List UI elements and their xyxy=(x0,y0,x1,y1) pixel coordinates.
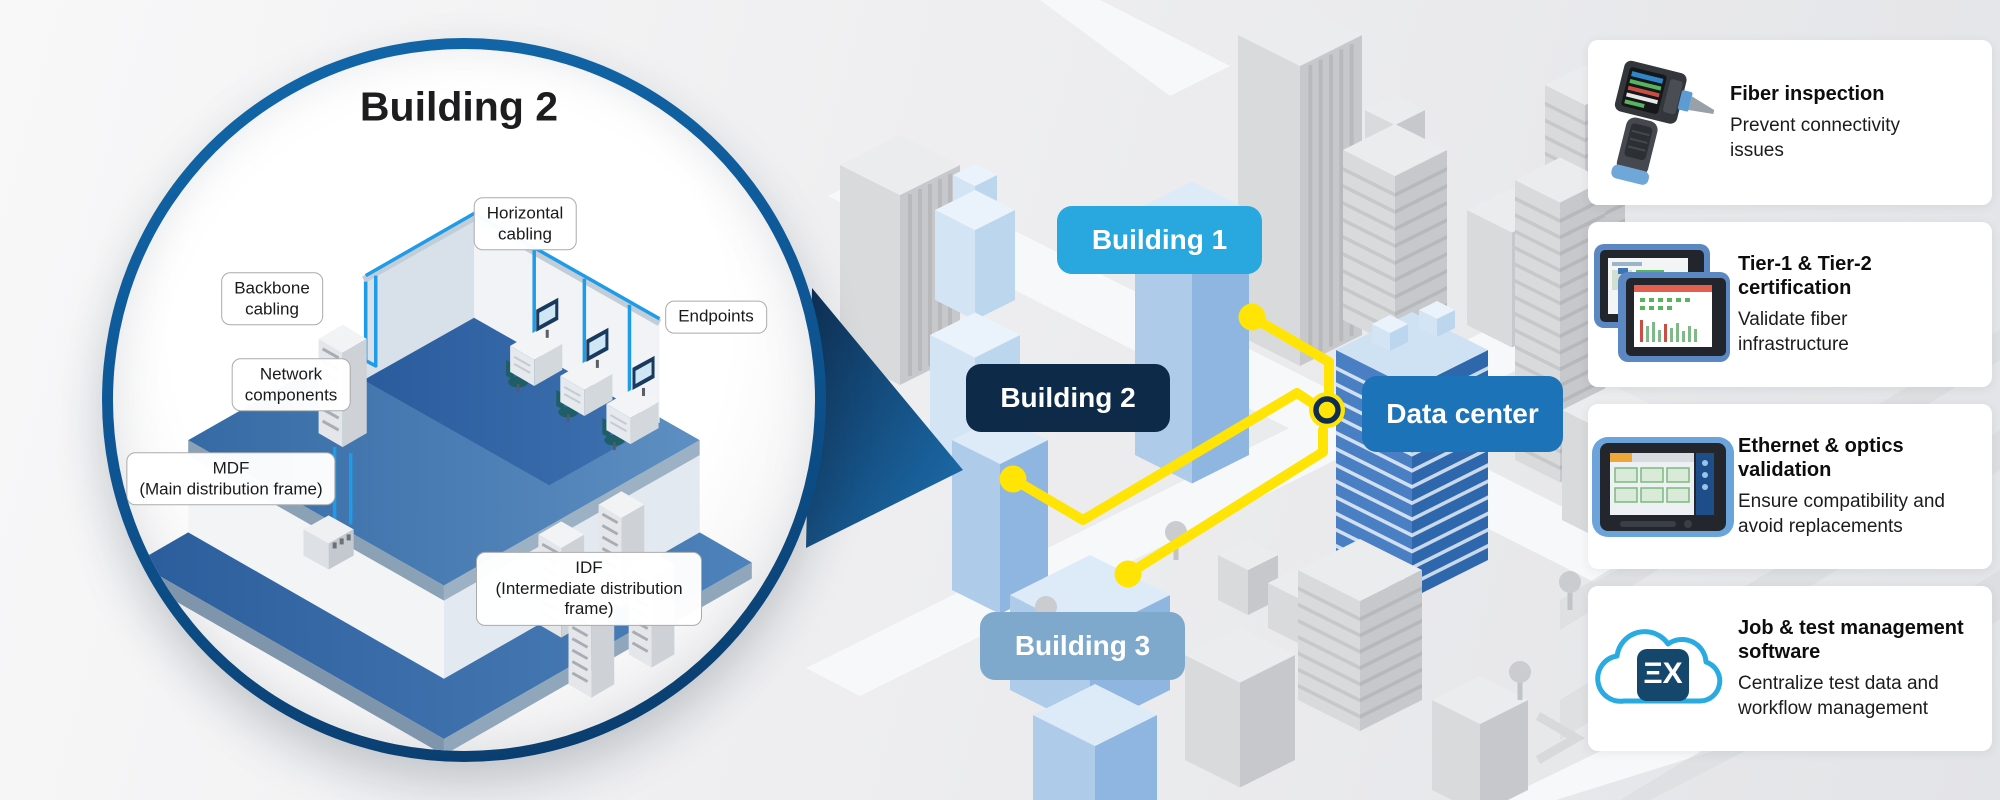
fiber-link-building3 xyxy=(1123,425,1328,579)
building2-zoom-circle: Building 2 Horizontal cabling Backbone c… xyxy=(102,38,826,762)
card-description: Validate fiber infrastructure xyxy=(1738,309,1849,355)
cutaway-illustration xyxy=(136,211,752,751)
card-title: Fiber inspection xyxy=(1730,83,1885,106)
label-network-components: Network components xyxy=(231,358,351,412)
ethernet-optics-tester-image xyxy=(1588,427,1738,547)
fiber-nodes xyxy=(999,303,1345,588)
fiber-link-building2 xyxy=(1008,388,1317,525)
map-label-building1: Building 1 xyxy=(1057,206,1262,274)
mdf-device xyxy=(303,515,354,570)
label-mdf: MDF (Main distribution frame) xyxy=(126,452,336,506)
map-label-building3: Building 3 xyxy=(980,612,1185,680)
label-idf: IDF (Intermediate distribution frame) xyxy=(476,551,702,627)
label-horizontal-cabling: Horizontal cabling xyxy=(473,197,577,251)
card-description: Ensure compatibility and avoid replaceme… xyxy=(1738,491,1945,537)
zoom-callout-wedge xyxy=(806,288,963,548)
card-fiber-inspection: Fiber inspection Prevent connectivity is… xyxy=(1588,40,1992,205)
card-ethernet-validation: Ethernet & optics validation Ensure comp… xyxy=(1588,404,1992,569)
fiber-hub-ring xyxy=(1313,396,1341,424)
label-endpoints: Endpoints xyxy=(665,300,767,334)
card-description: Centralize test data and workflow manage… xyxy=(1738,673,1939,719)
card-title: Ethernet & optics validation xyxy=(1738,435,1904,482)
label-backbone-cabling: Backbone cabling xyxy=(221,272,323,326)
fiber-node-building1 xyxy=(1238,303,1266,331)
fiber-node-building3 xyxy=(1114,560,1142,588)
fiber-inspection-probe-image xyxy=(1588,57,1730,189)
map-label-building2: Building 2 xyxy=(966,364,1170,432)
card-description: Prevent connectivity issues xyxy=(1730,115,1901,161)
fiber-network xyxy=(1008,312,1334,579)
card-test-management: ΞX Job & test management software Centra… xyxy=(1588,586,1992,751)
card-title: Job & test management software xyxy=(1738,617,1964,664)
card-certification: Tier-1 & Tier-2 certification Validate f… xyxy=(1588,222,1992,387)
card-title: Tier-1 & Tier-2 certification xyxy=(1738,253,1872,300)
lens-title: Building 2 xyxy=(359,83,559,130)
fiber-node-building2 xyxy=(999,465,1027,493)
map-label-datacenter: Data center xyxy=(1362,376,1563,452)
fiber-link-building1 xyxy=(1247,312,1334,403)
building2-cutaway: Building 2 Horizontal cabling Backbone c… xyxy=(113,49,815,751)
cloud-software-icon: ΞX xyxy=(1588,609,1738,729)
certification-testers-image xyxy=(1588,240,1738,370)
exfo-logo: ΞX xyxy=(1643,657,1682,690)
